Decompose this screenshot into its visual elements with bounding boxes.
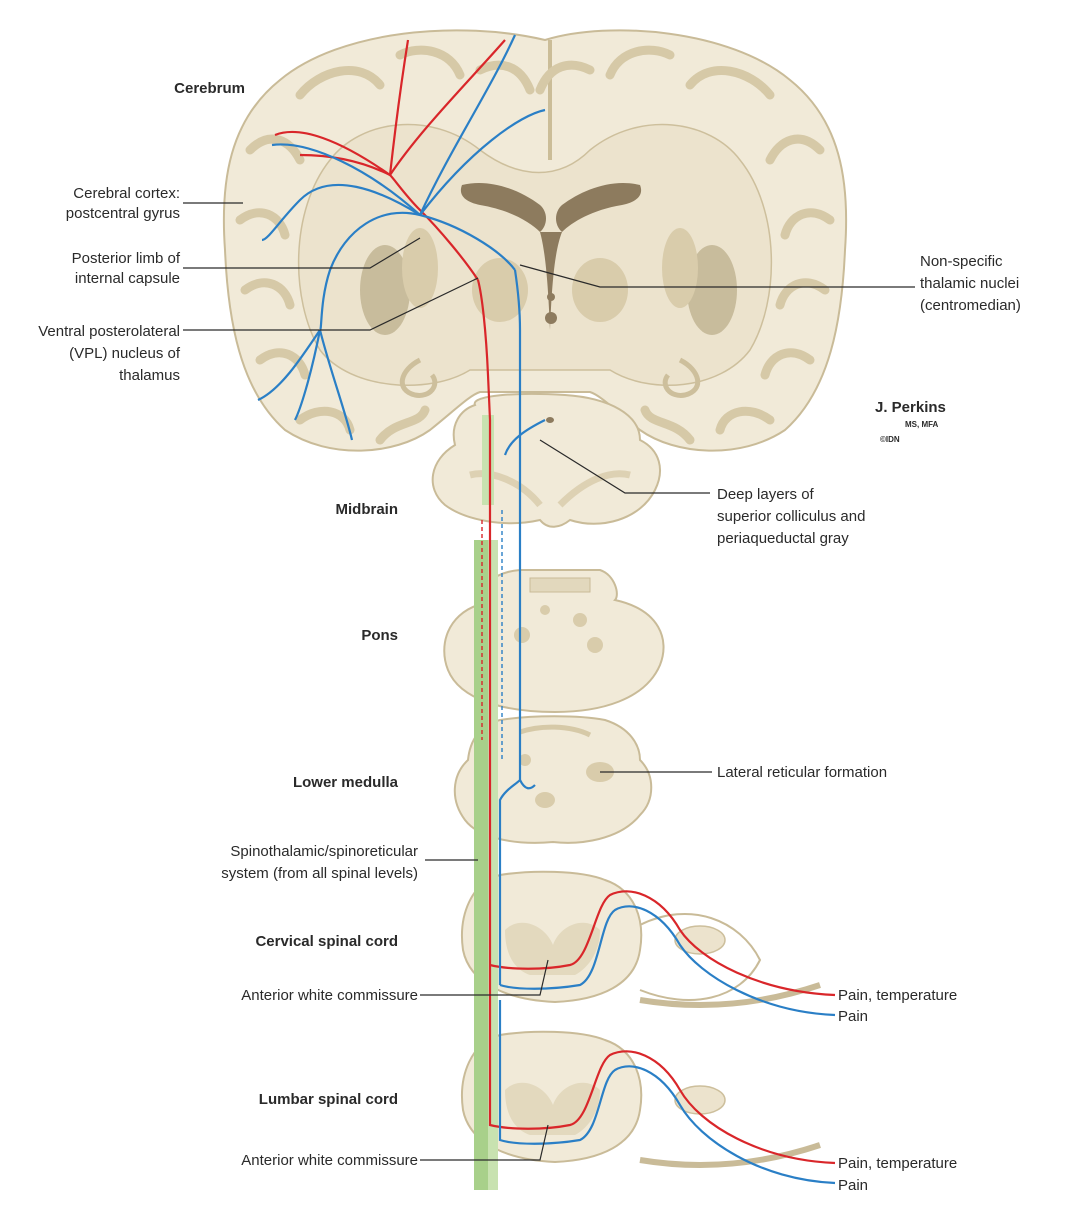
cervical-label: Cervical spinal cord (255, 933, 398, 950)
colliculus-label-line3: periaqueductal gray (717, 530, 849, 547)
colliculus-label-line2: superior colliculus and (717, 508, 865, 525)
nonspecific-label-line1: Non-specific (920, 253, 1003, 270)
vpl-label-line3: thalamus (119, 367, 180, 384)
cerebrum-section (222, 29, 848, 452)
pain-temperature-label-2: Pain, temperature (838, 1155, 957, 1172)
pain-temperature-label-1: Pain, temperature (838, 987, 957, 1004)
labels: Cerebrum Cerebral cortex: postcentral gy… (38, 80, 1021, 1194)
pons-section (443, 569, 665, 714)
signature-name: J. Perkins (875, 399, 946, 416)
vpl-label-line2: (VPL) nucleus of (69, 345, 181, 362)
signature-credentials: MS, MFA (905, 420, 939, 429)
pain-label-2: Pain (838, 1177, 868, 1194)
pain-temperature-pathway (274, 39, 836, 1165)
vpl-label-line1: Ventral posterolateral (38, 323, 180, 340)
cortex-label-line1: Cerebral cortex: (73, 185, 180, 202)
reticular-label: Lateral reticular formation (717, 764, 887, 781)
leader-lines (183, 202, 915, 1161)
lower-medulla-section (453, 715, 653, 844)
cortex-label-line2: postcentral gyrus (66, 205, 180, 222)
spino-label-line1: Spinothalamic/spinoreticular (230, 843, 418, 860)
anterior-commissure-label-2: Anterior white commissure (241, 1152, 418, 1169)
spinothalamic-tract (474, 415, 498, 1190)
spino-label-line2: system (from all spinal levels) (221, 865, 418, 882)
capsule-label-line1: Posterior limb of (72, 250, 181, 267)
cervical-cord-section (461, 870, 821, 1008)
midbrain-label: Midbrain (336, 501, 399, 518)
pain-pathway (257, 34, 836, 1185)
colliculus-label-line1: Deep layers of (717, 486, 815, 503)
pons-label: Pons (361, 627, 398, 644)
nonspecific-label-line2: thalamic nuclei (920, 275, 1019, 292)
anterior-commissure-label-1: Anterior white commissure (241, 987, 418, 1004)
nonspecific-label-line3: (centromedian) (920, 297, 1021, 314)
pain-label-1: Pain (838, 1008, 868, 1025)
lower-medulla-label: Lower medulla (293, 774, 399, 791)
midbrain-section (431, 392, 661, 528)
capsule-label-line2: internal capsule (75, 270, 180, 287)
lumbar-label: Lumbar spinal cord (259, 1091, 398, 1108)
signature-logo: ©IDN (880, 435, 900, 444)
lumbar-cord-section (461, 1030, 821, 1168)
cerebrum-label: Cerebrum (174, 80, 245, 97)
